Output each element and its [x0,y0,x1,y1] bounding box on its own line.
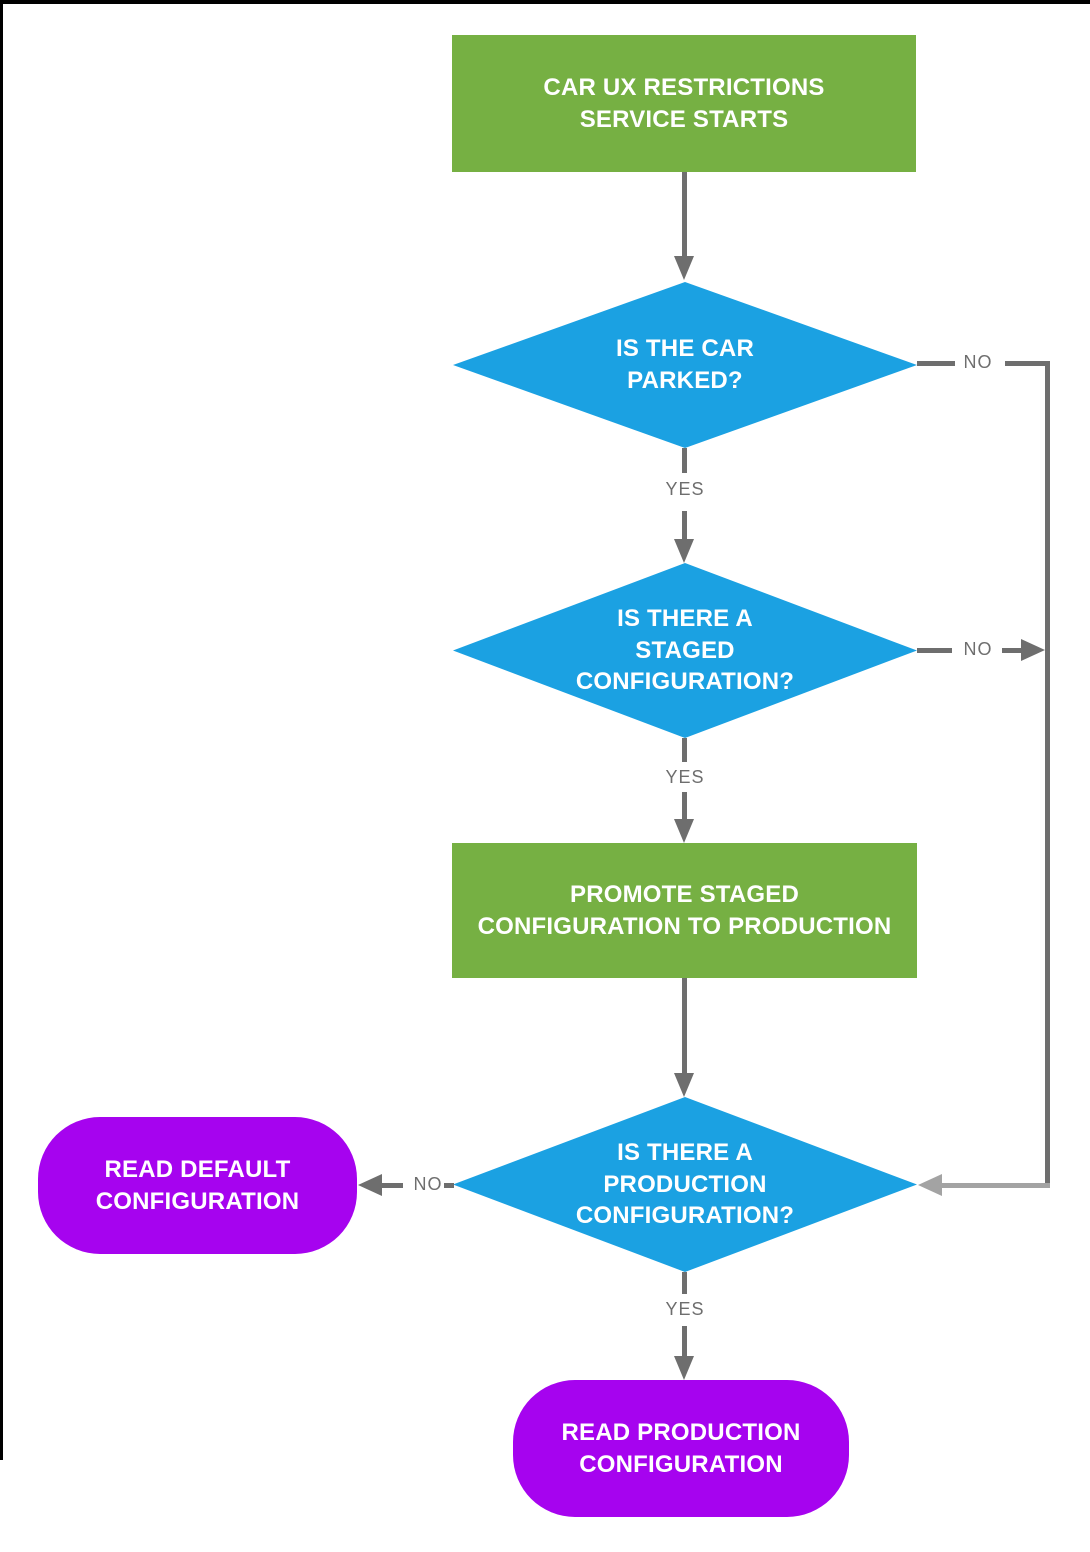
connector-staged-no [1002,648,1021,653]
arrowhead-down-icon [674,1356,694,1380]
connector-staged-no-stub [917,648,952,653]
arrowhead-left-icon [358,1174,382,1196]
arrowhead-down-icon [674,256,694,280]
connector-start-to-parked [682,172,687,256]
arrowhead-left-icon [918,1174,942,1196]
node-is-production-configuration: IS THERE A PRODUCTION CONFIGURATION? [453,1097,917,1272]
connector-staged-yes-stub [682,738,687,762]
edge-label-no: NO [963,639,993,659]
connector-right-rail [1045,361,1050,1188]
arrowhead-down-icon [674,819,694,843]
connector-production-yes [682,1326,687,1356]
node-is-staged-configuration: IS THERE A STAGED CONFIGURATION? [453,563,917,738]
connector-parked-no-stub [917,361,955,366]
arrowhead-down-icon [674,1073,694,1097]
connector-parked-no [1005,361,1050,366]
page-border-top [0,0,1090,4]
connector-parked-yes [682,511,687,539]
arrowhead-right-icon [1021,639,1045,661]
edge-label-yes: YES [665,767,705,787]
edge-label-no: NO [963,352,993,372]
connector-rail-to-production [940,1183,1050,1188]
edge-label-yes: YES [665,479,705,499]
node-read-production: READ PRODUCTION CONFIGURATION [513,1380,849,1517]
connector-staged-yes [682,792,687,819]
page-border-left [0,0,3,1460]
node-service-starts: CAR UX RESTRICTIONS SERVICE STARTS [452,35,916,172]
node-promote-staged: PROMOTE STAGED CONFIGURATION TO PRODUCTI… [452,843,917,978]
connector-production-no-stub [444,1183,454,1188]
edge-label-no: NO [413,1174,443,1194]
edge-label-yes: YES [665,1299,705,1319]
connector-promote-to-production [682,978,687,1073]
arrowhead-down-icon [674,539,694,563]
connector-parked-yes-stub [682,448,687,473]
connector-production-yes-stub [682,1272,687,1294]
node-is-car-parked: IS THE CAR PARKED? [453,282,917,448]
connector-production-no [382,1183,403,1188]
node-read-default: READ DEFAULT CONFIGURATION [38,1117,357,1254]
